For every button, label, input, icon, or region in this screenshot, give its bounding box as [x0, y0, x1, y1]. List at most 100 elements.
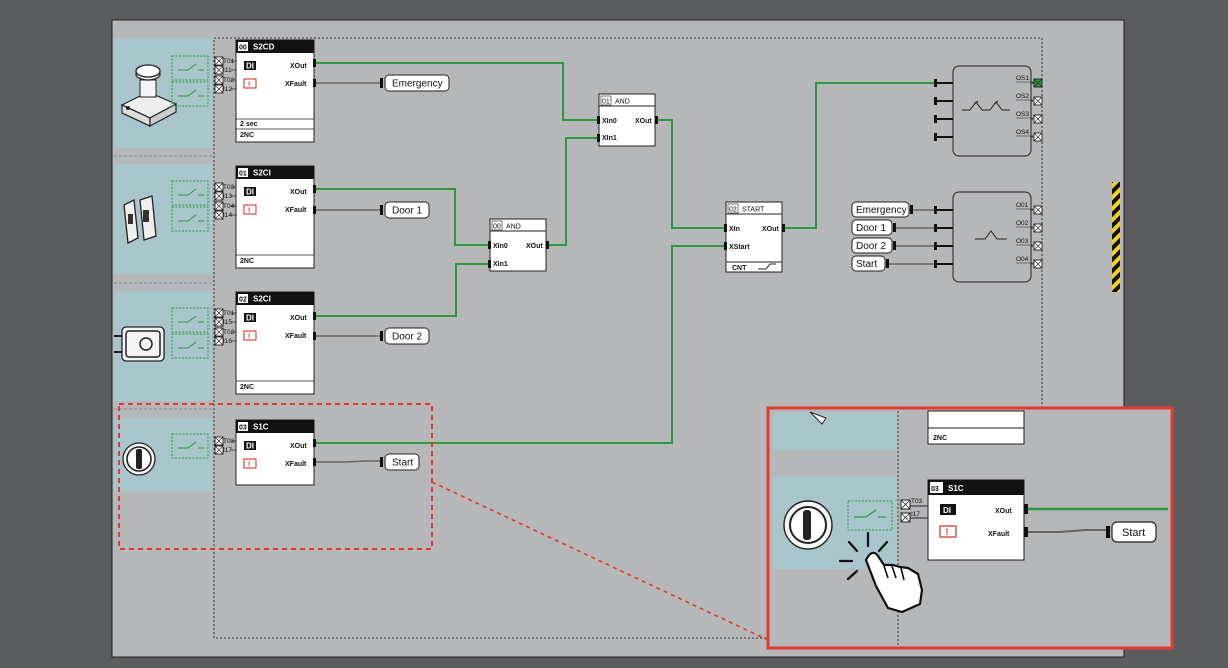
terminal-box: [214, 201, 224, 211]
and-block-01[interactable]: 01 AND XIn0 XIn1 XOut: [598, 93, 656, 147]
terminal-label: T04: [223, 203, 235, 210]
module-s2cd[interactable]: 00 S2CD DI ! XOut XFault 2 sec 2NC: [235, 39, 315, 143]
output-terminal-box: [1033, 132, 1043, 142]
terminal-box: [214, 445, 224, 455]
xout-label: XOut: [526, 243, 543, 250]
xfault-label: XFault: [285, 207, 307, 214]
config-label: 2NC: [240, 384, 254, 391]
terminal-box: [214, 327, 224, 337]
tag-label: Start: [392, 458, 413, 469]
output-terminal-box: [1033, 259, 1043, 269]
start-block-02[interactable]: 02 START XIn XStart XOut CNT: [725, 201, 783, 273]
terminal-box: [214, 191, 224, 201]
cnt-label: CNT: [732, 265, 747, 272]
module-id: 03: [239, 425, 247, 432]
tag-start[interactable]: Start: [380, 453, 420, 471]
output-terminal-label: O01: [1016, 202, 1029, 209]
module-name: S2CI: [253, 169, 271, 178]
xin-label: XIn: [729, 226, 740, 233]
module-id: 01: [239, 171, 247, 178]
safety-output-block[interactable]: [952, 65, 1032, 157]
hand-cursor-icon: [838, 531, 924, 614]
terminal-label: I11: [223, 67, 232, 74]
output-terminal-label: OS4: [1016, 129, 1029, 136]
output-terminal-label: O02: [1016, 220, 1029, 227]
fault-icon: !: [248, 334, 250, 341]
input-terminals: T01I11T02I12T03I13T04I14T01I15T02I16T03I…: [214, 56, 236, 455]
xout-label: XOut: [290, 189, 307, 196]
block-name: AND: [506, 224, 521, 231]
config-label: 2NC: [240, 258, 254, 265]
block-id: 00: [493, 224, 501, 231]
terminal-label: T01: [223, 58, 235, 65]
module-name: S2CI: [253, 295, 271, 304]
terminal-box: [214, 84, 224, 94]
highlight-box: [118, 403, 433, 550]
output-terminal-box: [1033, 223, 1043, 233]
module-name: S2CD: [253, 43, 275, 52]
status-tag-label: Door 2: [856, 241, 886, 252]
terminal-box: [214, 336, 224, 346]
xfault-label: XFault: [285, 81, 307, 88]
status-tag[interactable]: Emergency: [851, 201, 913, 218]
fault-icon: !: [248, 462, 250, 469]
signal-wires: [316, 62, 1038, 444]
terminal-box: [214, 182, 224, 192]
output-terminal-box: [1033, 241, 1043, 251]
terminal-label: I14: [223, 212, 232, 219]
output-terminal-box: [1033, 78, 1043, 88]
zoom-di-badge: DI: [943, 506, 951, 515]
output-terminal-label: OS2: [1016, 93, 1029, 100]
status-tag-label: Start: [856, 259, 877, 270]
status-tag[interactable]: Door 2: [851, 237, 896, 254]
tag-door1[interactable]: Door 1: [380, 201, 430, 219]
terminal-box: [214, 75, 224, 85]
tag-door2[interactable]: Door 2: [380, 327, 430, 345]
xin0-label: XIn0: [493, 243, 508, 250]
block-name: START: [742, 207, 765, 214]
zoom-panel: 2NC T03 I17 03 S1C DI ! XOut XFault Star: [766, 406, 1174, 650]
status-tag[interactable]: Start: [851, 255, 889, 272]
xin0-label: XIn0: [602, 118, 617, 125]
module-s1c[interactable]: 03 S1C DI ! XOut XFault: [235, 419, 315, 486]
tag-emergency[interactable]: Emergency: [380, 74, 450, 92]
xout-label: XOut: [635, 118, 652, 125]
device-panel-emergency-stop: [114, 38, 212, 148]
terminal-label: I17: [223, 447, 232, 454]
output-input-pins: [934, 79, 953, 268]
xfault-label: XFault: [285, 461, 307, 468]
terminal-label: T01: [223, 310, 235, 317]
pin-stubs: [313, 59, 785, 466]
xin1-label: XIn1: [493, 261, 508, 268]
xout-label: XOut: [290, 63, 307, 70]
xout-label: XOut: [290, 443, 307, 450]
xstart-label: XStart: [729, 244, 750, 251]
module-s2ci-1[interactable]: 01 S2CI DI ! XOut XFault 2NC: [235, 165, 315, 269]
output-terminal-label: OS1: [1016, 75, 1029, 82]
block-id: 01: [602, 99, 610, 106]
hazard-strip: [1112, 182, 1120, 292]
program-boundary: [213, 37, 1043, 639]
zoom-connector: [431, 481, 769, 641]
terminal-label: T02: [223, 329, 235, 336]
zoom-xfault-label: XFault: [988, 531, 1010, 538]
module-s2ci-2[interactable]: 02 S2CI DI ! XOut XFault 2NC: [235, 291, 315, 395]
zoom-key-switch-icon: [783, 500, 833, 550]
xout-label: XOut: [762, 226, 779, 233]
terminal-box: [214, 210, 224, 220]
status-output-block[interactable]: [952, 191, 1032, 283]
status-tag[interactable]: Door 1: [851, 219, 896, 236]
terminal-box: [214, 436, 224, 446]
terminal-box: [214, 56, 224, 66]
zoom-xout-label: XOut: [995, 508, 1012, 515]
emergency-stop-icon: [120, 64, 178, 128]
terminal-label: I13: [223, 193, 232, 200]
terminal-label: T03: [223, 184, 235, 191]
and-block-00[interactable]: 00 AND XIn0 XIn1 XOut: [489, 218, 547, 272]
di-badge: DI: [246, 442, 254, 451]
key-switch-icon: [122, 442, 156, 476]
fault-icon: !: [248, 208, 250, 215]
xfault-label: XFault: [285, 333, 307, 340]
